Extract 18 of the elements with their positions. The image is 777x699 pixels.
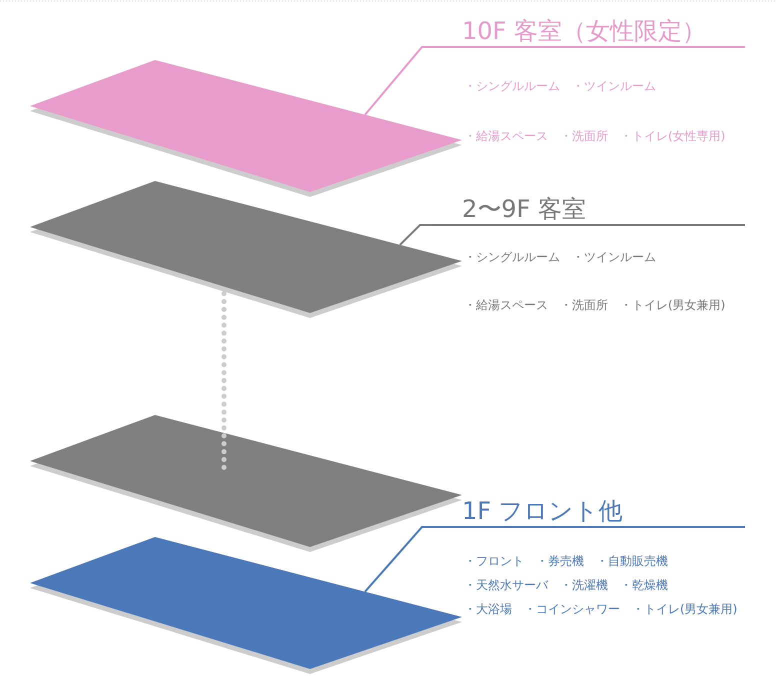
facility-list: ・天然水サーバ ・洗濯機 ・乾燥機 bbox=[432, 577, 668, 593]
floor-plate bbox=[30, 60, 462, 197]
facility-list: ・大浴場 ・コインシャワー ・トイレ(男女兼用) bbox=[432, 601, 738, 617]
floor-plate bbox=[30, 415, 462, 552]
floor-plate bbox=[30, 181, 462, 318]
facility-list: ・シングルルーム ・ツインルーム bbox=[432, 249, 656, 265]
leader-line bbox=[364, 46, 432, 116]
facility-list: ・給湯スペース ・洗面所 ・トイレ(男女兼用) bbox=[432, 297, 726, 313]
floor-heading: 2〜9F 客室 bbox=[432, 194, 745, 226]
floor-heading: 1F フロント他 bbox=[432, 496, 745, 528]
facility-list: ・給湯スペース ・洗面所 ・トイレ(女性専用) bbox=[432, 128, 726, 144]
leader-line bbox=[399, 224, 432, 246]
floor-heading: 10F 客室（女性限定） bbox=[432, 16, 745, 48]
dotted-connector bbox=[222, 291, 226, 472]
facility-list: ・フロント ・券売機 ・自動販売機 bbox=[432, 553, 668, 569]
facility-list: ・シングルルーム ・ツインルーム bbox=[432, 78, 656, 94]
leader-line bbox=[364, 526, 432, 592]
floor-plate bbox=[30, 537, 462, 674]
